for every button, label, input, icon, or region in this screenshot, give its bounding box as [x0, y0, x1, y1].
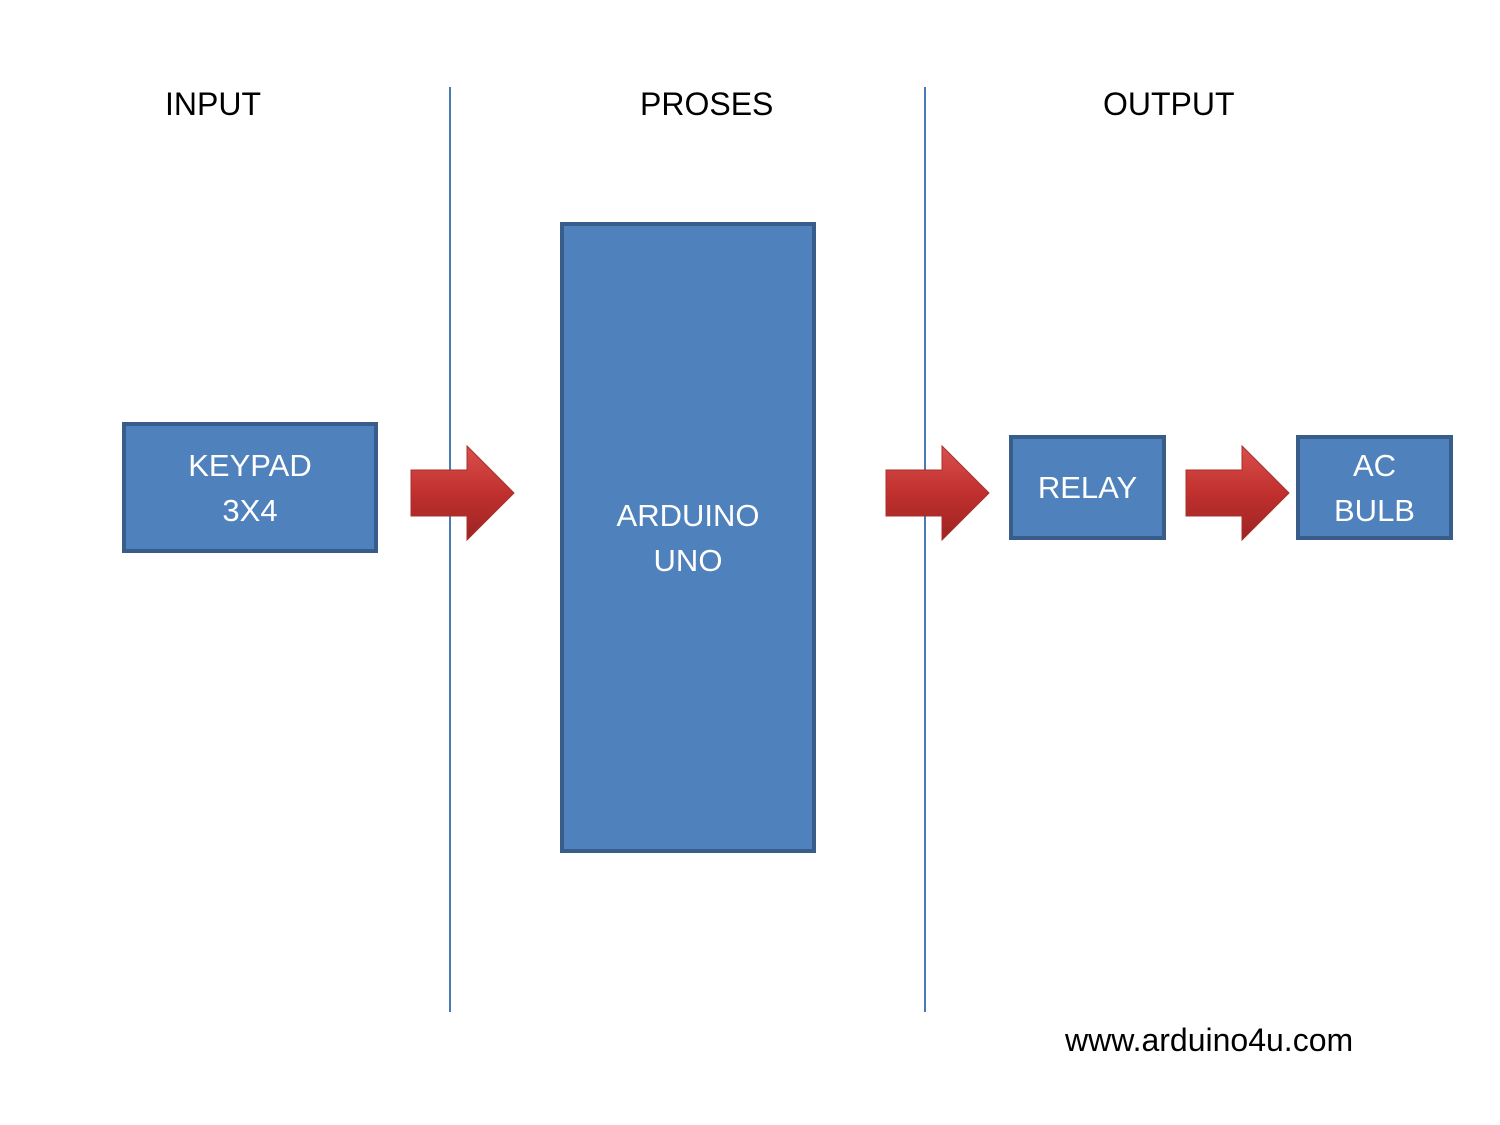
section-label-proses: PROSES	[640, 86, 774, 122]
relay-label: RELAY	[1037, 470, 1138, 505]
divider-proses-output	[924, 87, 926, 1012]
divider-input-proses	[449, 87, 451, 1012]
section-label-output: OUTPUT	[1103, 86, 1235, 122]
arrow-keypad-to-arduino	[410, 444, 515, 542]
ac-bulb-block: AC BULB	[1296, 435, 1453, 540]
arduino-label: ARDUINO UNO	[616, 497, 760, 578]
relay-block: RELAY	[1009, 435, 1166, 540]
section-label-input: INPUT	[165, 86, 261, 122]
keypad-block: KEYPAD 3X4	[122, 422, 378, 553]
keypad-label: KEYPAD 3X4	[188, 447, 312, 528]
arrow-arduino-to-relay	[885, 444, 990, 542]
website-url: www.arduino4u.com	[1065, 1022, 1354, 1058]
arrow-relay-to-bulb	[1185, 444, 1290, 542]
arduino-block: ARDUINO UNO	[560, 222, 816, 853]
ac-bulb-label: AC BULB	[1334, 447, 1415, 528]
